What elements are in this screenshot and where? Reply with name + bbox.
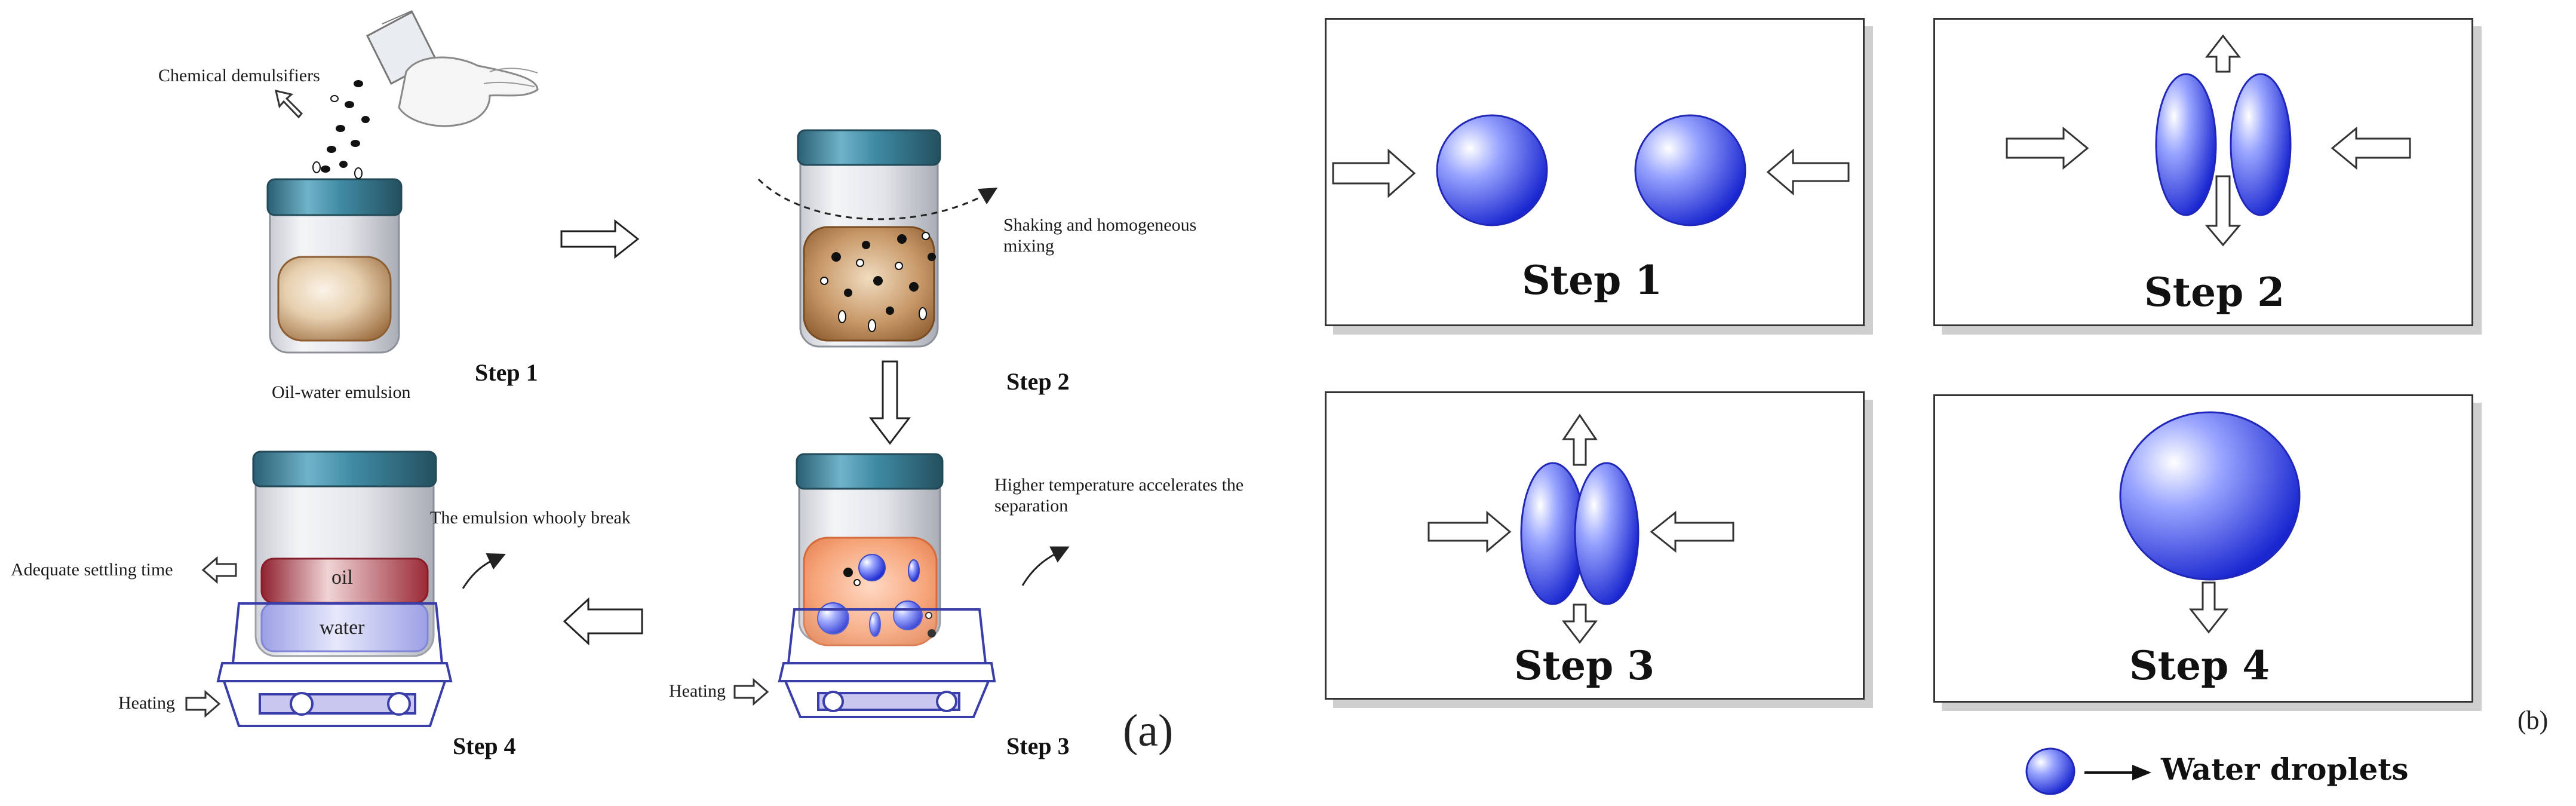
label-oil-water-emulsion: Oil-water emulsion	[272, 382, 411, 402]
panel-label-b: (b)	[2517, 706, 2549, 735]
arrow-a-step1-to-step2	[560, 219, 640, 259]
curve-arrow-step4	[462, 553, 506, 589]
droplet-b4	[2119, 411, 2301, 581]
step-a-4: Step 4	[453, 733, 516, 759]
arrow-b2-left	[2331, 126, 2411, 170]
arrow-b3-up	[1562, 413, 1598, 466]
step-a-1: Step 1	[475, 359, 538, 386]
heating-arrow-step3	[733, 678, 769, 706]
hotplate-step4	[216, 602, 453, 727]
label-higher-temperature: Higher temperature accelerates the separ…	[994, 475, 1244, 516]
jar-step4	[252, 450, 437, 657]
step-b-2: Step 2	[2144, 269, 2285, 315]
label-emulsion-break: The emulsion whooly break	[430, 508, 631, 528]
arrow-a-step3-to-step4	[563, 597, 643, 646]
arrow-b3-left	[1650, 510, 1734, 553]
jar-step1	[266, 178, 403, 354]
arrow-b3-down	[1561, 603, 1598, 644]
hotplate-step3	[778, 608, 996, 718]
label-chemical-demulsifiers: Chemical demulsifiers	[158, 66, 320, 85]
step-b-1: Step 1	[1522, 257, 1663, 304]
step-a-3: Step 3	[1006, 733, 1070, 759]
legend-droplet-icon	[2025, 747, 2075, 795]
legend-label: Water droplets	[2161, 752, 2409, 787]
droplet-b2-left	[2155, 73, 2217, 216]
jar-step3	[796, 453, 944, 646]
demulsifier-particles	[312, 80, 370, 179]
mixed-particles	[820, 232, 936, 332]
panel-label-a: (a)	[1123, 706, 1174, 756]
label-settling-time: Adequate settling time	[11, 560, 173, 580]
arrow-b2-down	[2205, 175, 2242, 247]
demulsifier-arrow	[274, 89, 303, 119]
settling-arrow	[201, 556, 237, 584]
label-heating-step4: Heating	[118, 693, 175, 713]
arrow-a-step2-to-step3	[868, 360, 911, 445]
legend-arrow-head	[2132, 765, 2151, 780]
arrow-b2-right	[2006, 126, 2089, 170]
arrow-b1-left	[1766, 148, 1850, 196]
arrow-b3-right	[1427, 510, 1512, 553]
label-water-layer: water	[320, 617, 365, 639]
heating-arrow-step4	[185, 689, 221, 718]
jar-step2	[797, 129, 941, 348]
label-shaking-mixing: Shaking and homogeneous mixing	[1003, 215, 1197, 256]
droplet-b3-right	[1574, 462, 1639, 605]
droplet-b2-right	[2230, 73, 2292, 216]
droplet-b1-left	[1436, 114, 1548, 226]
arrow-b2-up	[2205, 34, 2242, 73]
step-b-4: Step 4	[2129, 642, 2270, 689]
droplet-b1-right	[1634, 114, 1746, 226]
arrow-b1-right	[1332, 148, 1416, 198]
arrow-b4-down	[2188, 581, 2229, 634]
step-a-2: Step 2	[1006, 368, 1070, 395]
label-oil-layer: oil	[331, 566, 353, 589]
step-b-3: Step 3	[1514, 642, 1655, 689]
label-heating-step3: Heating	[669, 681, 726, 701]
glove-icon	[398, 56, 539, 127]
curve-arrow-step3	[1021, 546, 1070, 586]
